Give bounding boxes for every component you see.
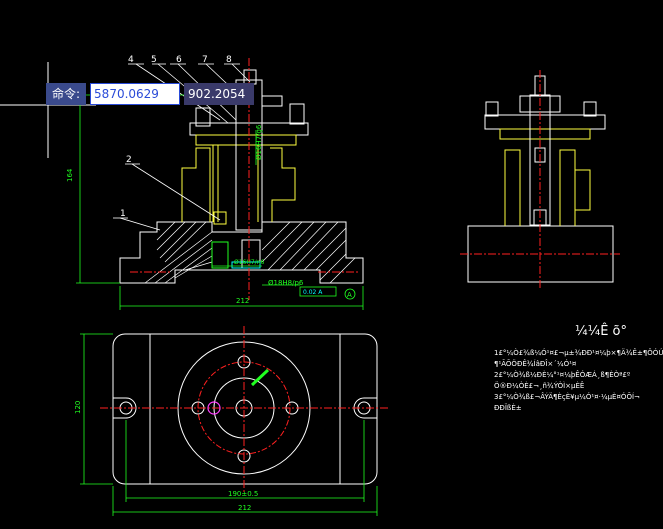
- command-prompt[interactable]: 命令: 5870.0629 902.2054: [46, 83, 255, 105]
- side-centerlines: [460, 70, 620, 290]
- fit-lower-left-text: Ø16H7/n6: [234, 259, 265, 266]
- balloon-5: 5: [151, 55, 157, 65]
- side-bolt-right: [583, 101, 597, 117]
- top-view-accents: [207, 368, 270, 415]
- note-line-1: 1£°¼Ò£¾ß¼Ó¹¤£¬µ±¾ÐÐ¹¤¼þ×¶Ä¾Ê±¶ÔÓÚ: [494, 349, 663, 357]
- fit-lower-text: Ø18H8/p6: [268, 279, 304, 287]
- support-column: [181, 147, 296, 222]
- balloon-1: 1: [120, 209, 126, 219]
- top-clamp: [195, 134, 297, 146]
- balloon-labels: 4 5 6 7 8 2 1: [120, 55, 232, 219]
- dim-width-top-text: 212: [236, 297, 249, 305]
- side-bracket: [575, 169, 591, 211]
- front-dim-text: 164 212 Ø16H7/g6 Ø18H8/p6 Ø16H7/n6 0.02 …: [66, 124, 352, 305]
- tolerance-text: 0.02 A: [303, 289, 323, 296]
- nut-top: [261, 95, 283, 107]
- cad-drawing-canvas[interactable]: 4 5 6 7 8 2 1 164 212 Ø16H7/g6 Ø18H8/p6 …: [0, 0, 627, 529]
- cyan-key: [231, 261, 261, 269]
- bolt-left: [195, 107, 211, 127]
- balloon-7: 7: [202, 55, 208, 65]
- bolt-right: [289, 103, 305, 125]
- top-view-base: [112, 333, 378, 485]
- front-centerlines: [130, 58, 360, 300]
- side-bolt-left: [485, 101, 499, 117]
- notes-title: ¼¼Ê õ°: [575, 324, 627, 339]
- side-top-clamp: [499, 128, 591, 140]
- balloon-8: 8: [226, 55, 232, 65]
- top-view-red: [100, 326, 390, 492]
- dim-120-text: 120: [74, 401, 82, 414]
- note-line-4: Ö®Ð¼ÒÈ£¬¸ñ¾ÝÒÌ×µÈÊ: [494, 382, 585, 390]
- fit-upper-text: Ø16H7/g6: [255, 124, 263, 160]
- balloon-6: 6: [176, 55, 182, 65]
- tolerance-frame: [299, 286, 337, 297]
- top-dim-text: 120 190±0.5 212: [74, 401, 258, 512]
- base-hatch-left: [144, 221, 213, 284]
- dim-width-bottom-text: 212: [238, 504, 251, 512]
- note-line-6: ÐÐÏßÈ±: [494, 404, 522, 412]
- command-label: 命令:: [46, 83, 87, 105]
- datum-text: A: [347, 291, 352, 299]
- side-top-plate: [484, 114, 606, 130]
- coord-y-input[interactable]: 902.2054: [184, 83, 255, 105]
- bushing: [213, 211, 227, 225]
- note-line-5: 3£°¼Ò¾ß£¬ÂÝÄ¶ÈçÈ¥µ¼Ó¹¤·¼µÈ¤ÓÕÍ¬: [494, 393, 640, 401]
- note-line-2: ¶¹ÃÕÖÐÊ¾ÍâÐÎ×´¼Ó¹¤: [494, 360, 577, 368]
- datum-marker: [344, 288, 356, 300]
- magenta-hole: [207, 401, 221, 415]
- top-view: [112, 333, 378, 485]
- dim-190-text: 190±0.5: [228, 490, 258, 498]
- locating-pin: [211, 241, 229, 269]
- technical-notes: 1£°¼Ò£¾ß¼Ó¹¤£¬µ±¾ÐÐ¹¤¼þ×¶Ä¾Ê±¶ÔÓÚ ¶¹ÃÕÖÐ…: [494, 348, 663, 414]
- coord-x-input[interactable]: 5870.0629: [90, 83, 181, 105]
- balloon-2: 2: [126, 155, 132, 165]
- top-dimensions: [80, 333, 378, 516]
- side-column: [504, 149, 576, 226]
- balloon-4: 4: [128, 55, 134, 65]
- dim-height-text: 164: [66, 168, 74, 182]
- base-hatch-right: [261, 221, 356, 284]
- note-line-3: 2£°¼Ò¾ß¼ÐÈ¼°¹¤¼þÊÓÆÁ¸ß¶ÈÒª£º: [494, 371, 631, 379]
- front-view: [119, 69, 364, 284]
- crosshair-cursor: [0, 62, 96, 158]
